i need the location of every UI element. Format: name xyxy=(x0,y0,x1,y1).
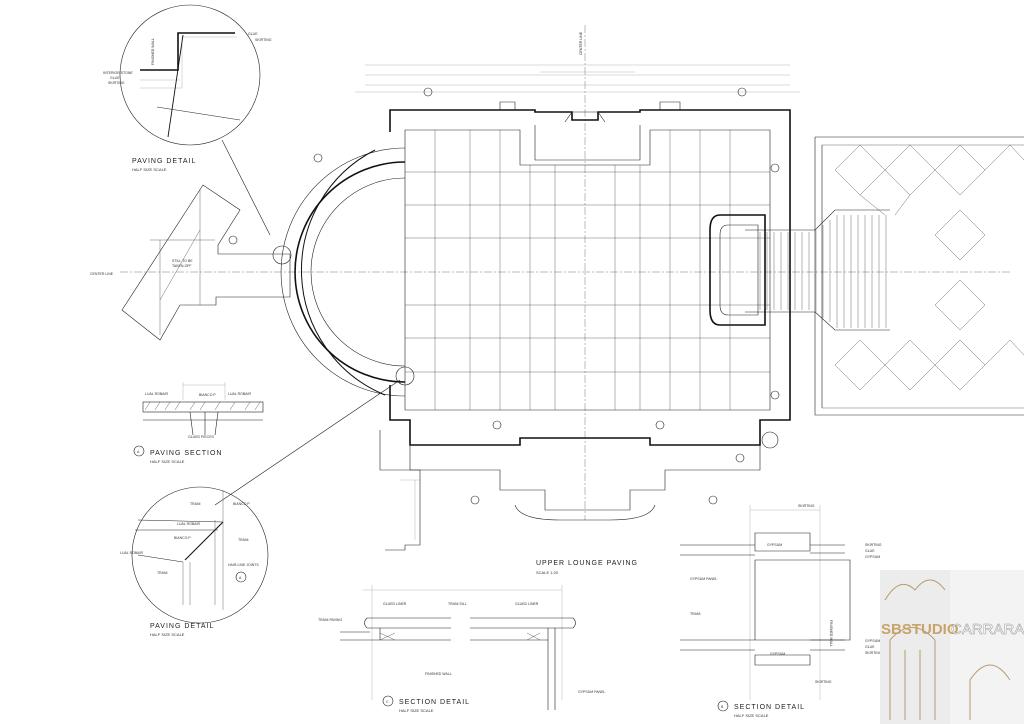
label: BIANCO P xyxy=(199,393,216,397)
label: GYPSUM xyxy=(770,652,785,656)
plan-title: UPPER LOUNGE PAVING xyxy=(536,560,638,567)
stair-treads xyxy=(759,215,887,328)
paving-detail-bottom: A TRANI BIANCO P LUAL ROBAIR BIANCO P TR… xyxy=(120,486,269,637)
watermark-brand-light: CARRARA xyxy=(951,621,1024,638)
label: TRANI xyxy=(190,502,201,506)
label: HAIR-LINE JOINTS xyxy=(228,563,259,567)
label: SKIRTING xyxy=(255,38,272,42)
label: GYPSUM xyxy=(865,639,880,643)
note: STILL TO BE xyxy=(172,259,193,263)
detail-title: PAVING DETAIL xyxy=(132,158,196,165)
label: GYPSUM xyxy=(767,543,782,547)
section-scale: HALF SIZE SCALE xyxy=(734,713,769,718)
section-detail-b: SKIRTING GYPSUM SKIRTING GLUE GYPSUM GYP… xyxy=(680,504,882,718)
detail-scale: HALF SIZE SCALE xyxy=(150,632,185,637)
section-marker-label: B xyxy=(721,705,724,709)
paving-section-a: LUAL ROBAIR BIANCO P LUAL ROBAIR GLUED P… xyxy=(133,382,264,464)
label: TRANI xyxy=(157,571,168,575)
label: INTERIOR STONE xyxy=(103,71,133,75)
center-line-label: CENTER LINE xyxy=(90,272,114,276)
label: LUAL ROBAIR xyxy=(145,392,168,396)
label: GLUE xyxy=(110,76,120,80)
label: FINISHED WALL xyxy=(829,620,833,647)
detail-title: PAVING DETAIL xyxy=(150,623,214,630)
section-scale: HALF SIZE SCALE xyxy=(399,708,434,713)
grid-markers xyxy=(228,87,780,505)
label: SKIRTING xyxy=(865,651,882,655)
section-title: PAVING SECTION xyxy=(150,450,222,457)
label: SKIRTING xyxy=(108,81,125,85)
section-marker-label: C xyxy=(386,700,389,704)
label: LUAL ROBAIR xyxy=(120,551,143,555)
label: GLUED LINER xyxy=(383,602,407,606)
center-line-label: CENTER LINE xyxy=(579,31,583,55)
label: TRANI xyxy=(238,538,249,542)
label: BIANCO P xyxy=(174,536,191,540)
watermark-brand-bold: SBSTUDIO xyxy=(881,621,959,638)
section-title: SECTION DETAIL xyxy=(734,704,805,711)
label: LUAL ROBAIR xyxy=(177,522,200,526)
note: TAKEN-OFF xyxy=(172,264,192,268)
label: LUAL ROBAIR xyxy=(228,392,251,396)
detail-marker-label: A xyxy=(239,576,242,580)
section-marker-label: A xyxy=(137,450,140,454)
section-marker xyxy=(133,445,145,457)
section-scale: HALF SIZE SCALE xyxy=(150,459,185,464)
take-off-area: STILL TO BE TAKEN-OFF CENTER LINE xyxy=(90,184,291,341)
plan-scale: SCALE 1:20 xyxy=(536,570,559,575)
label: GLUE xyxy=(865,645,875,649)
section-detail-c: TRANI PAVING GLUED LINER TRANI SILL GLUE… xyxy=(318,585,605,713)
label: GLUED PIECES xyxy=(188,435,215,439)
watermark-logo: SBSTUDIO CARRARA xyxy=(880,570,1024,724)
label: SKIRTING xyxy=(798,504,815,508)
label: GLUE xyxy=(865,549,875,553)
label: SKIRTING xyxy=(815,680,832,684)
label: FINISHED WALL xyxy=(425,672,452,676)
label: GYPSUM PANEL xyxy=(690,577,717,581)
label: TRANI PAVING xyxy=(318,618,342,622)
main-floor-plan: CENTER LINE xyxy=(120,25,1024,575)
label: BIANCO P xyxy=(233,502,250,506)
detail-scale: HALF SIZE SCALE xyxy=(132,167,167,172)
label: TRANI xyxy=(690,612,701,616)
label: SKIRTING xyxy=(865,543,882,547)
diamond-pattern xyxy=(834,144,1024,391)
detail-circle xyxy=(119,4,261,146)
label: GLUE xyxy=(248,32,258,36)
label: GLUED LINER xyxy=(515,602,539,606)
label: GYPSUM xyxy=(865,555,880,559)
label: GYPSUM PANEL xyxy=(578,690,605,694)
section-title: SECTION DETAIL xyxy=(399,699,470,706)
label: FINISHED WALL xyxy=(151,38,155,65)
label: TRANI SILL xyxy=(448,602,467,606)
paving-detail-top: GLUE SKIRTING INTERIOR STONE GLUE SKIRTI… xyxy=(103,4,272,236)
